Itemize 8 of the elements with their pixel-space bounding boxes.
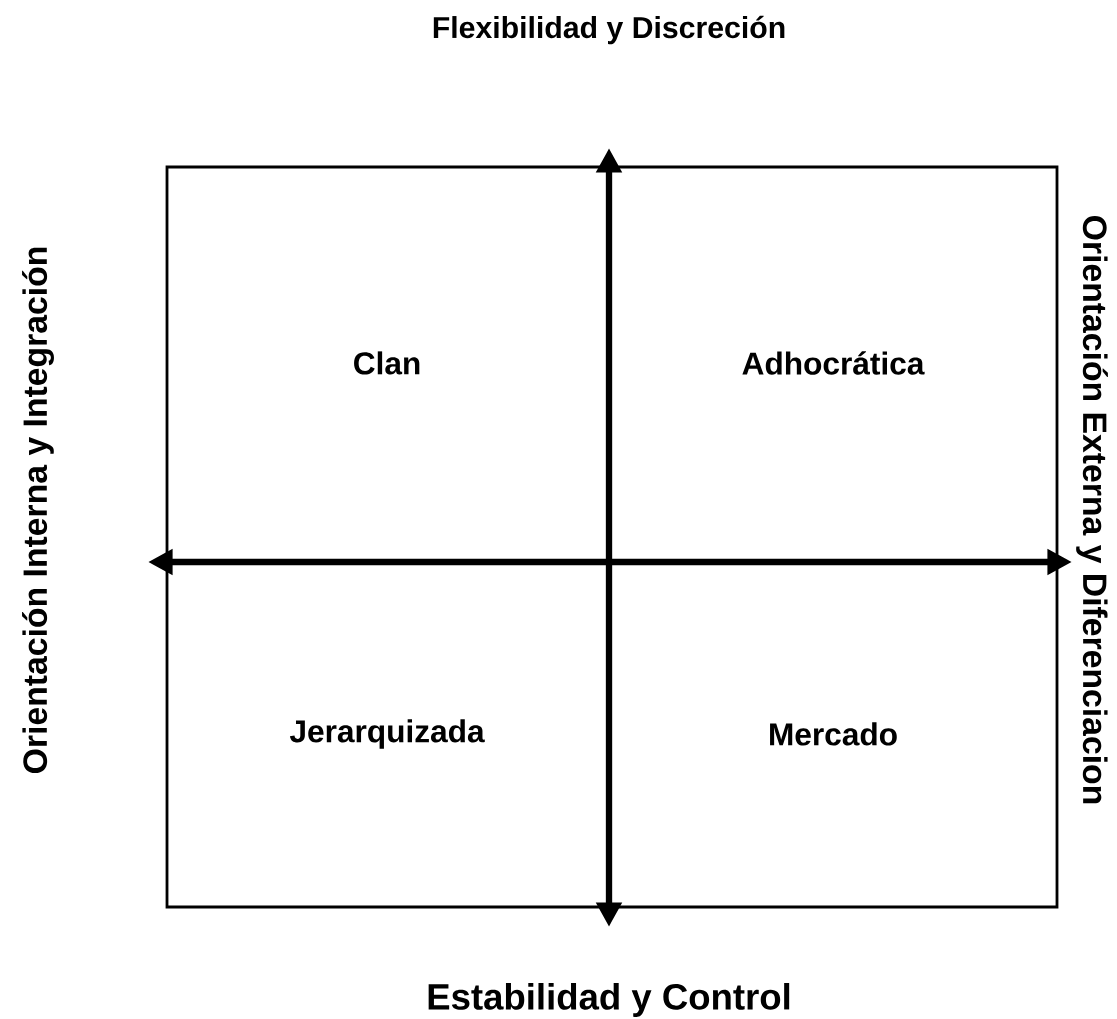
quadrant-label: Adhocrática [742,351,925,375]
axis-label: Estabilidad y Control [428,983,790,1018]
quadrant-label: Jerarquizada [289,719,485,749]
axis-label: Orientación Interna y Integración [22,247,54,773]
quadrant-label: Clan [354,351,420,375]
axis-label: Orientación Externa y Diferenciacion [1076,216,1108,804]
axis-label: Flexibilidad y Discreción [433,15,785,45]
quadrant-label: Mercado [770,722,897,746]
